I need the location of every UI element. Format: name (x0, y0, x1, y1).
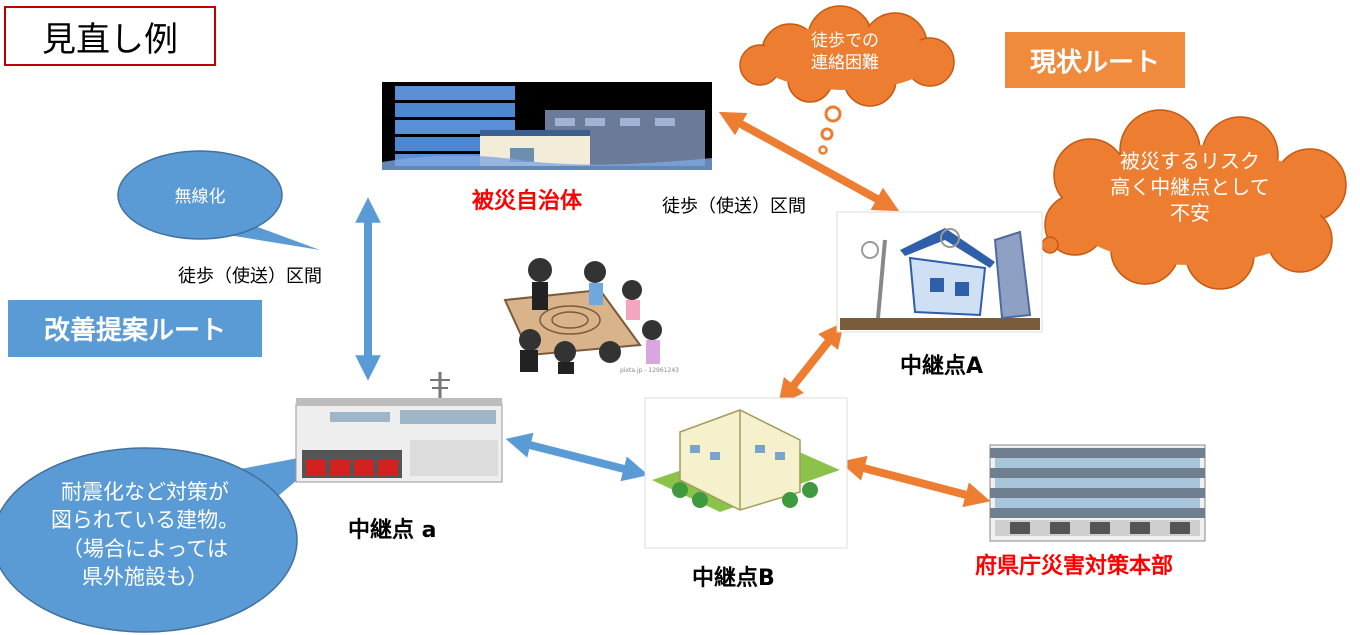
current-route-label: 現状ルート (1005, 32, 1185, 88)
callout-walk-difficult-line1: 徒歩での (811, 31, 879, 51)
arrow-relayA-relayB (778, 321, 844, 406)
segment-label-walk-left: 徒歩（使送）区間 (178, 266, 322, 287)
callout-risk-line2: 高く中継点として (1110, 175, 1270, 199)
improved-route-label: 改善提案ルート (8, 300, 262, 357)
callout-earthquake-line1: 耐震化など対策が (61, 480, 229, 504)
callout-earthquake-line4: 県外施設も） (82, 565, 208, 590)
office-building-image (644, 397, 848, 549)
callout-risk-line3: 不安 (1170, 201, 1210, 225)
meeting-illustration (503, 258, 662, 374)
arrow-relayB-prefecture (839, 455, 991, 508)
node-relay-A: 中継点A (900, 354, 984, 379)
node-prefecture-hq: 府県庁災害対策本部 (975, 554, 1174, 579)
damaged-house-image (836, 211, 1043, 333)
speech-bubble-wireless (117, 150, 320, 250)
arrow-municipality-relayA (718, 111, 900, 212)
segment-label-walk-upper: 徒歩（使送）区間 (662, 196, 806, 217)
node-affected-municipality: 被災自治体 (472, 189, 583, 214)
callout-risk-line1: 被災するリスク (1120, 149, 1260, 173)
callout-earthquake-line3: （場合によっては (62, 536, 228, 561)
callout-walk-difficult-text: 徒歩での 連絡困難 (790, 30, 900, 74)
callout-risk-text: 被災するリスク 高く中継点として 不安 (1085, 148, 1295, 226)
callout-wireless-text: 無線化 (174, 187, 226, 207)
cloud-callout-walk-difficult (739, 5, 955, 155)
fire-station-image (295, 372, 503, 483)
node-relay-B: 中継点B (692, 566, 775, 591)
flooded-municipality-image (382, 82, 712, 170)
callout-earthquake-text: 耐震化など対策が 図られている建物。 （場合によっては 県外施設も） (20, 478, 270, 591)
page-title: 見直し例 (4, 6, 216, 66)
node-relay-a: 中継点 a (348, 518, 437, 543)
callout-earthquake-line2: 図られている建物。 (50, 508, 240, 533)
callout-walk-difficult-line2: 連絡困難 (811, 53, 879, 74)
prefecture-building-image (989, 444, 1206, 542)
arrow-relaya-relayB (505, 432, 649, 482)
image-watermark: pixta.jp - 12961243 (620, 367, 679, 374)
cloud-callout-risk (1016, 109, 1347, 290)
